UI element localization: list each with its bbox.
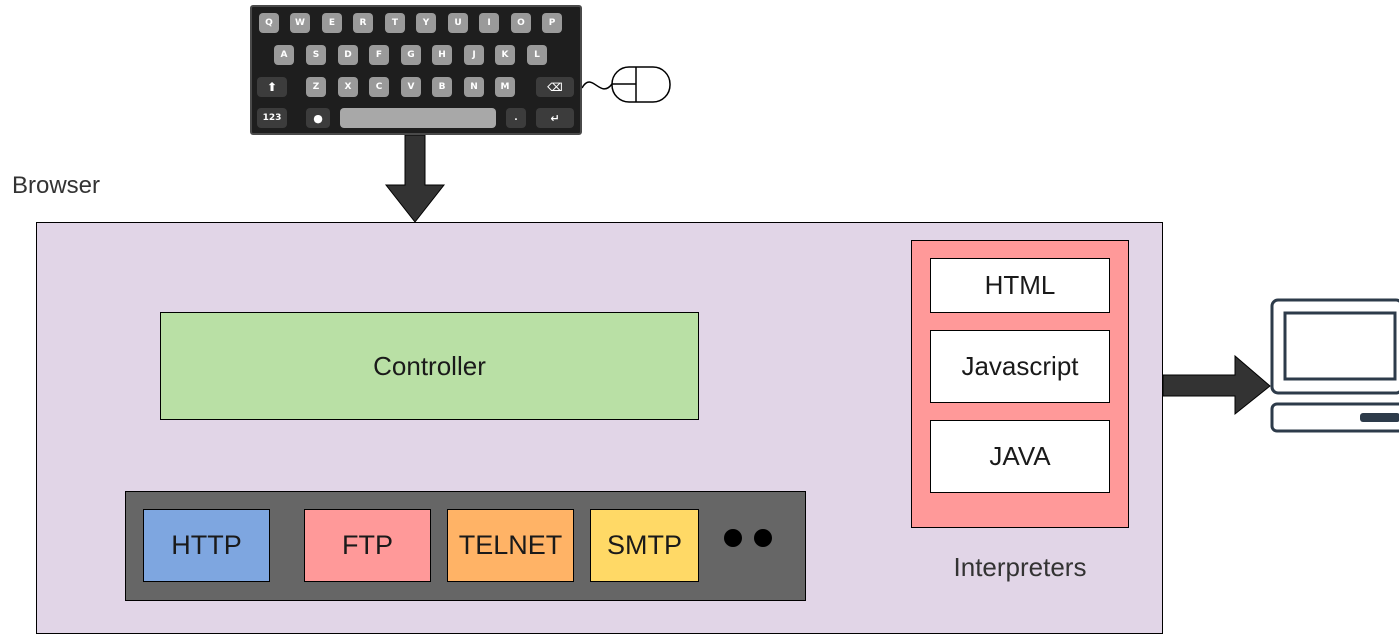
computer-icon <box>1270 298 1399 433</box>
shift-key-icon: ⬆ <box>257 77 287 97</box>
key-g: G <box>401 45 421 65</box>
key-e: E <box>322 13 342 33</box>
key-123: 123 <box>257 108 287 128</box>
protocol-ftp: FTP <box>304 509 431 582</box>
key-s: S <box>306 45 326 65</box>
key-q: Q <box>259 13 279 33</box>
enter-key-icon: ↵ <box>536 108 574 128</box>
key-h: H <box>432 45 452 65</box>
key-j: J <box>464 45 484 65</box>
mouse-icon <box>581 66 671 103</box>
interpreter-java: JAVA <box>930 420 1110 493</box>
key-t: T <box>385 13 405 33</box>
browser-label: Browser <box>12 172 101 199</box>
key-x: X <box>338 77 358 97</box>
interpreters-label: Interpreters <box>953 552 1087 582</box>
output-arrow <box>1162 354 1271 416</box>
key-p: P <box>542 13 562 33</box>
key-d: D <box>338 45 358 65</box>
ellipsis-dots-icon <box>724 529 742 547</box>
key-period: . <box>506 108 526 128</box>
key-r: R <box>353 13 373 33</box>
key-v: V <box>401 77 421 97</box>
interpreter-javascript: Javascript <box>930 330 1110 403</box>
keyboard-icon: Q W E R T Y U I O P A S D F G H J K L ⬆ … <box>250 5 582 135</box>
backspace-key-icon: ⌫ <box>536 77 574 97</box>
protocol-http: HTTP <box>143 509 270 582</box>
key-n: N <box>464 77 484 97</box>
key-f: F <box>369 45 389 65</box>
key-l: L <box>527 45 547 65</box>
key-u: U <box>448 13 468 33</box>
key-c: C <box>369 77 389 97</box>
space-key <box>340 108 496 128</box>
protocol-smtp: SMTP <box>590 509 699 582</box>
key-m: M <box>495 77 515 97</box>
key-b: B <box>432 77 452 97</box>
controller-box: Controller <box>160 312 699 420</box>
input-arrow <box>384 134 446 223</box>
interpreter-html: HTML <box>930 258 1110 313</box>
key-a: A <box>274 45 294 65</box>
protocol-telnet: TELNET <box>447 509 574 582</box>
key-i: I <box>479 13 499 33</box>
key-y: Y <box>416 13 436 33</box>
key-o: O <box>511 13 531 33</box>
ellipsis-dots-icon <box>754 529 772 547</box>
key-w: W <box>290 13 310 33</box>
key-z: Z <box>306 77 326 97</box>
key-k: K <box>495 45 515 65</box>
microphone-key-icon: ● <box>306 108 330 128</box>
